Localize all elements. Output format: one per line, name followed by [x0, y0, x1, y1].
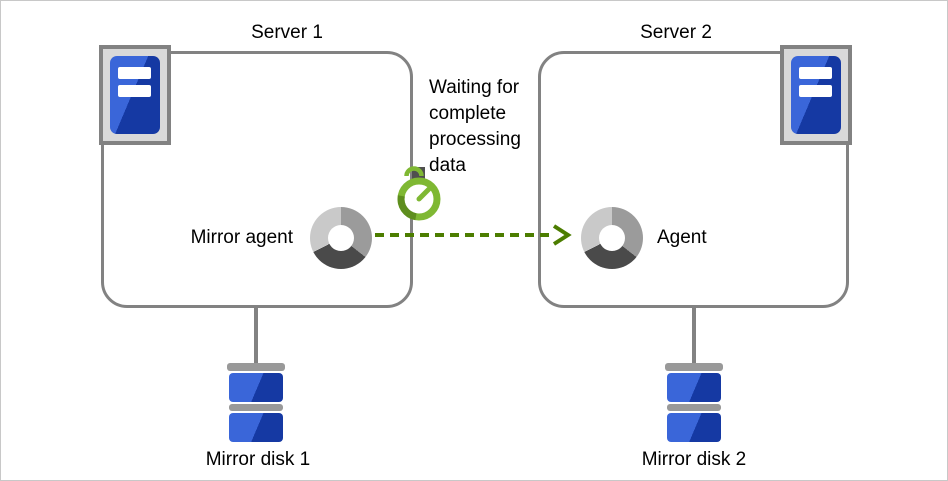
disk-cap — [227, 363, 285, 371]
server1-title: Server 1 — [251, 22, 323, 43]
server-icon — [780, 45, 852, 145]
server-icon-bar — [799, 85, 832, 97]
server-icon-bar — [799, 67, 832, 79]
disk-platter — [229, 373, 283, 402]
donut-hole — [599, 225, 625, 251]
disk-cap — [229, 404, 283, 411]
stopwatch-icon — [397, 166, 441, 221]
process-donut-icon — [581, 207, 643, 269]
disk-platter — [229, 413, 283, 442]
disk-platter — [667, 373, 721, 402]
mirror-agent-label: Mirror agent — [190, 227, 293, 248]
server1-disk-connector — [254, 306, 258, 364]
server2-disk-connector — [692, 306, 696, 364]
donut-hole — [328, 225, 354, 251]
process-donut-icon — [310, 207, 372, 269]
disk-stack-icon — [665, 363, 723, 442]
mirror-disk1-label: Mirror disk 1 — [205, 449, 311, 470]
agent-label: Agent — [657, 227, 707, 248]
server-icon — [99, 45, 171, 145]
mirror-disk2-label: Mirror disk 2 — [641, 449, 747, 470]
server-icon-bar — [118, 85, 151, 97]
dashed-arrow-right-icon — [375, 224, 572, 246]
disk-platter — [667, 413, 721, 442]
server-icon-panel — [110, 56, 160, 134]
server2-title: Server 2 — [640, 22, 712, 43]
waiting-annotation: Waiting for complete processing data — [429, 77, 521, 176]
disk-cap — [665, 363, 723, 371]
server-icon-bar — [118, 67, 151, 79]
server-icon-panel — [791, 56, 841, 134]
disk-stack-icon — [227, 363, 285, 442]
disk-cap — [667, 404, 721, 411]
